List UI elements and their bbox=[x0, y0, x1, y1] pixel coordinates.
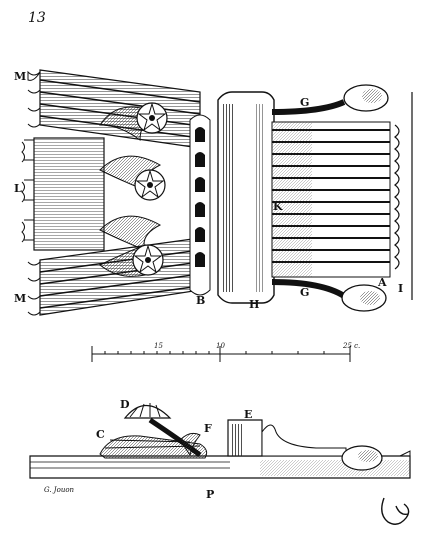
page-number: 13 bbox=[28, 10, 46, 26]
label-M-top: M bbox=[14, 70, 26, 83]
central-block bbox=[217, 91, 275, 304]
scale-label-25: 25 c. bbox=[342, 342, 360, 350]
label-F: F bbox=[204, 422, 212, 435]
label-K: K bbox=[273, 200, 283, 213]
artist-monogram bbox=[381, 497, 410, 525]
label-P: P bbox=[206, 488, 214, 501]
rosette bbox=[132, 244, 164, 276]
label-H: H bbox=[249, 298, 259, 311]
capital-side-profile: D C F E P bbox=[29, 398, 411, 501]
label-L: L bbox=[14, 182, 22, 195]
label-G-bottom: G bbox=[300, 286, 309, 299]
label-E: E bbox=[244, 408, 252, 421]
label-A: A bbox=[377, 276, 387, 289]
scale-bar: 15 10 25 c. bbox=[91, 342, 360, 362]
label-B: B bbox=[196, 294, 205, 307]
upper-hook bbox=[271, 84, 389, 115]
scale-label-10: 10 bbox=[216, 342, 225, 350]
lower-hook bbox=[271, 279, 387, 312]
rosette bbox=[136, 102, 168, 134]
capital-front-elevation: M L M G G K B H A I bbox=[14, 69, 413, 316]
label-I: I bbox=[398, 282, 403, 295]
label-D: D bbox=[120, 398, 130, 411]
right-fluted-section bbox=[271, 92, 413, 300]
label-G-top: G bbox=[300, 96, 309, 109]
tongue-moulding bbox=[189, 114, 211, 296]
acanthus-ornament bbox=[99, 102, 168, 277]
label-M-bottom: M bbox=[14, 292, 26, 305]
upper-fluted-block bbox=[27, 69, 201, 149]
rosette bbox=[134, 169, 166, 201]
engraver-signature: G. Jouon bbox=[44, 486, 75, 494]
label-C: C bbox=[96, 428, 105, 441]
scale-label-15: 15 bbox=[154, 342, 163, 350]
middle-fluted-block bbox=[21, 137, 105, 251]
